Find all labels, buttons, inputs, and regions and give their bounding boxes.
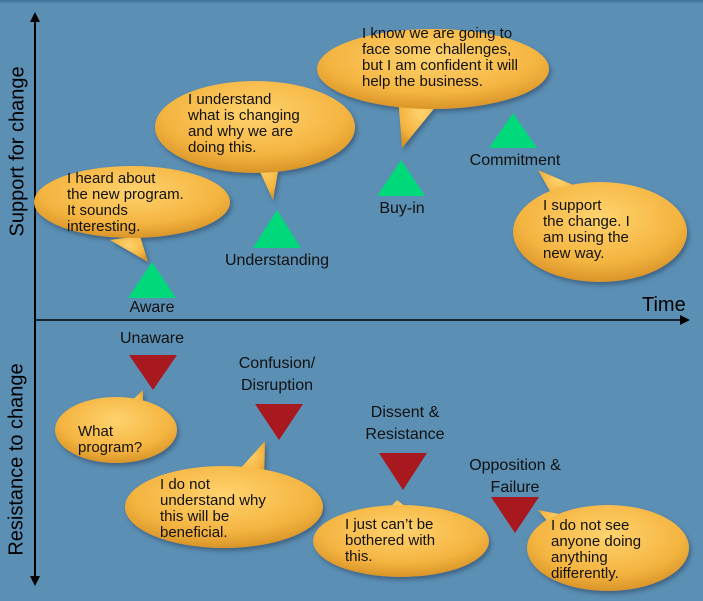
stage-label-opposition: Opposition & Failure <box>469 457 561 496</box>
speech-bubble-buy-in <box>317 29 549 148</box>
x-axis-arrow-icon <box>680 315 690 325</box>
quote-opposition: I do not see anyone doing anything diffe… <box>551 517 642 582</box>
speech-bubble-confusion <box>125 441 323 548</box>
stage-label-buy-in: Buy-in <box>379 200 425 217</box>
y-axis-positive-label: Support for change <box>6 66 29 237</box>
quote-understanding: I understand what is changing and why we… <box>188 91 300 156</box>
down-triangle-icon-opposition-failure <box>491 497 539 533</box>
quote-commitment: I support the change. I am using the new… <box>543 197 630 262</box>
stage-label-aware: Aware <box>129 299 175 316</box>
quote-buy-in: I know we are going to face some challen… <box>362 25 518 90</box>
down-triangle-icon-confusion-disruption <box>255 404 303 440</box>
quote-confusion: I do not understand why this will be ben… <box>160 476 266 541</box>
stage-label-commitment: Commitment <box>469 152 561 169</box>
speech-bubble-understanding <box>155 81 355 200</box>
y-axis-up-arrow-icon <box>30 12 40 22</box>
stage-label-unaware: Unaware <box>119 330 185 347</box>
quote-aware: I heard about the new program. It sounds… <box>67 170 184 235</box>
up-triangle-icon-aware <box>128 262 176 298</box>
up-triangle-icon-commitment <box>489 113 537 148</box>
up-triangle-icon-buy-in <box>377 160 425 196</box>
speech-bubble-commitment <box>513 170 687 282</box>
speech-bubble-dissent <box>313 500 489 577</box>
stage-label-dissent: Dissent & Resistance <box>365 404 445 443</box>
down-triangle-icon-unaware <box>129 355 177 390</box>
stage-label-confusion: Confusion/ Disruption <box>238 355 316 394</box>
y-axis-down-arrow-icon <box>30 576 40 586</box>
quote-dissent: I just can’t be bothered with this. <box>345 516 436 565</box>
x-axis-label: Time <box>642 294 686 316</box>
y-axis-negative-label: Resistance to change <box>5 363 28 556</box>
up-triangle-icon-understanding <box>253 210 301 248</box>
down-triangle-icon-dissent-resistance <box>379 453 427 490</box>
speech-bubble-unaware <box>55 390 177 463</box>
speech-bubble-aware <box>34 166 230 262</box>
stage-label-understanding: Understanding <box>224 252 330 269</box>
speech-bubble-opposition <box>527 505 689 591</box>
quote-unaware: What program? <box>78 423 143 456</box>
